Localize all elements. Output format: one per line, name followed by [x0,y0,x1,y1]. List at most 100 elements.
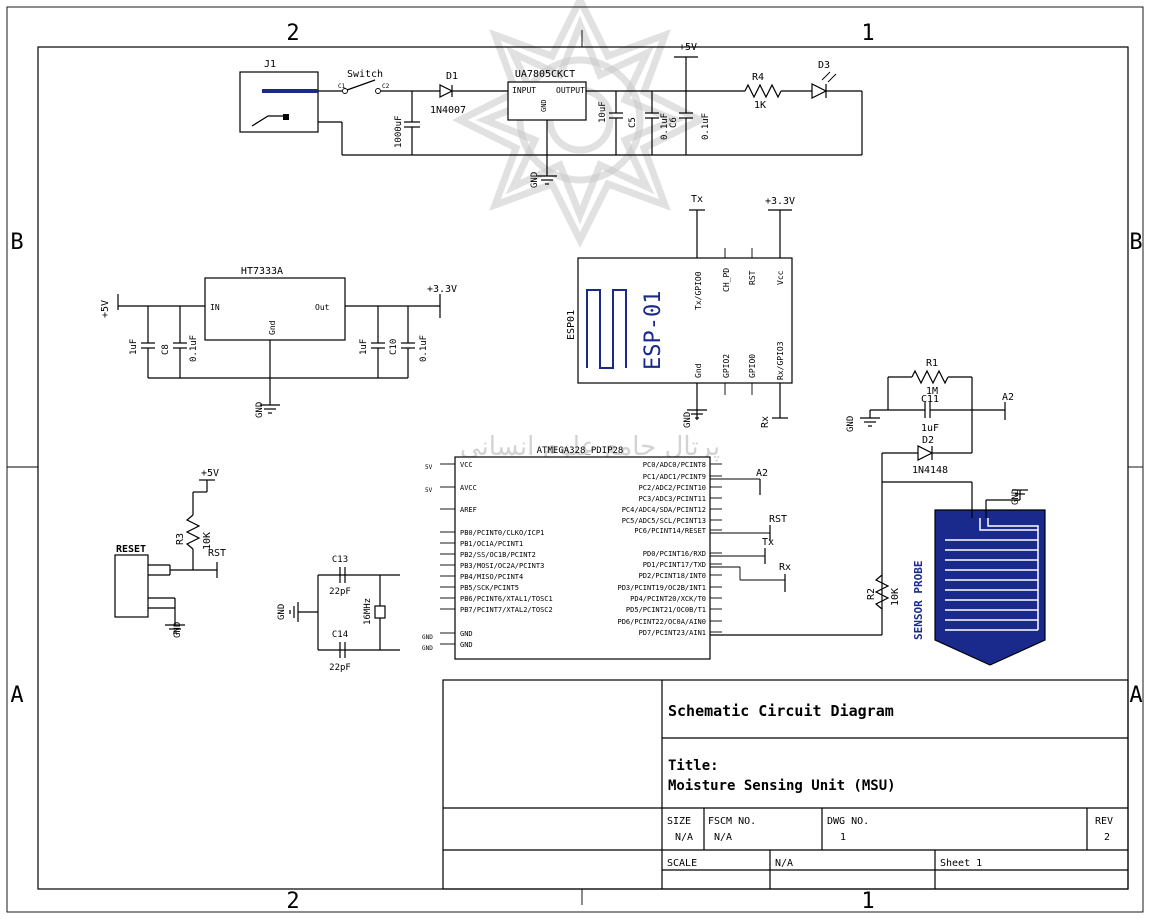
probe-a2-net: A2 [1002,392,1014,403]
size-value: N/A [675,832,693,843]
mcu-right-pin-label: PC2/ADC2/PCINT10 [639,484,706,492]
zone-right-a: A [1129,683,1142,708]
mcu-right-pin-label: PD5/PCINT21/OC0B/T1 [626,606,706,614]
mcu-left-pin-label: PB4/MISO/PCINT4 [460,573,523,581]
c14-value: 22pF [329,663,351,673]
mcu-rst-net: RST [769,514,787,525]
mcu-left-pin-label: PB6/PCINT6/XTAL1/TOSC1 [460,595,553,603]
mcu-right-pin-label: PC4/ADC4/SDA/PCINT12 [622,506,706,514]
mcu-vcc-net: 5V [425,464,433,471]
scale-value: N/A [775,858,793,869]
mcu-right-pin-label: PC3/ADC3/PCINT11 [639,495,706,503]
d3-label: D3 [818,60,830,71]
sheet-label: Sheet 1 [940,858,982,869]
title-block-title-label: Title: [668,758,719,774]
reset-button [114,554,149,618]
mcu-right-pin-label: PD1/PCINT17/TXD [643,561,706,569]
c13-value: 22pF [329,587,351,597]
switch-label: Switch [347,69,383,80]
r3-label: R3 [175,533,186,545]
mcu-right-pin-label: PD4/PCINT20/XCK/T0 [630,595,706,603]
c11-label: C11 [921,394,939,405]
c5-label: C5 [628,117,638,128]
mcu-left-pin-label: PB3/MOSI/OC2A/PCINT3 [460,562,544,570]
zone-right-b: B [1129,230,1142,255]
regulator-gnd-pin: GND [540,99,548,112]
ldo-in-pin: IN [210,303,220,312]
c-10uf-label: 10uF [598,101,608,123]
esp01-module [577,257,793,384]
esp-plus33v: +3.3V [765,196,795,207]
mcu-rx-net: Rx [779,562,791,573]
r4-value: 1K [754,100,766,111]
c11-value: 1uF [921,423,939,434]
ldo-plus33v: +3.3V [427,284,457,295]
dc-jack-j1 [239,71,319,133]
esp-pin-rst: RST [748,270,757,285]
title-block-title: Moisture Sensing Unit (MSU) [668,778,896,794]
mcu-right-pin-label: PC5/ADC5/SCL/PCINT13 [622,517,706,525]
c10-value: 0.1uF [419,335,429,362]
ldo-section: +5V HT7333A IN Out Gnd +3.3V 1uF C8 0.1u… [100,266,457,418]
esp-pin-txgpio0: Tx/GPIO0 [694,271,703,310]
mcu-right-pin-label: PC6/PCINT14/RESET [634,527,706,535]
mcu-left-pin-label: PB0/PCINT0/CLKO/ICP1 [460,529,544,537]
crystal-gnd-label: GND [277,604,287,620]
esp01-section: ESP01 ESP-01 Tx/GPIO0 CH_PD RST Vcc Gnd … [566,194,795,428]
mcu-section: ATMEGA328_PDIP28 VCCAVCCAREFPB0/PCINT0/C… [277,446,882,673]
regulator-in-pin: INPUT [512,86,536,95]
fscm-value: N/A [714,832,732,843]
c13-label: C13 [332,555,348,565]
reset-gnd-label: GND [173,622,183,638]
d2-label: D2 [922,435,934,446]
mcu-gnd-net-2: GND [422,645,433,652]
zone-bottom-2: 2 [286,889,299,914]
regulator-ua7805 [507,81,587,121]
zone-top-2: 2 [286,21,299,46]
esp01-name: ESP-01 [641,291,666,370]
mcu-left-pin-label: PB7/PCINT7/XTAL2/TOSC2 [460,606,553,614]
r1-value: 1M [926,386,938,397]
mcu-right-pin-label: PD0/PCINT16/RXD [643,550,706,558]
mcu-right-pin-group: PC0/ADC0/PCINT8PC1/ADC1/PCINT9PC2/ADC2/P… [617,461,722,637]
regulator-label: UA7805CKCT [515,69,575,80]
mcu-left-pin-label: AREF [460,506,477,514]
c6-value: 0.1uF [701,113,711,140]
probe-gnd-right: GND [1011,489,1021,505]
mcu-gnd-net-1: GND [422,634,433,641]
ldo-c1uf-right: 1uF [359,339,369,355]
reset-rst-net: RST [208,548,226,559]
mcu-avcc-net: 5V [425,487,433,494]
fscm-label: FSCM NO. [708,816,756,827]
zone-left-a: A [10,683,23,708]
zone-left-b: B [10,230,23,255]
esp-pin-gpio0: GPIO0 [748,354,757,378]
esp-gnd-label: GND [683,412,693,428]
reset-section: +5V R3 10K RST RESET GND [114,468,226,638]
d2-value: 1N4148 [912,465,948,476]
crystal-label: 16MHz [363,598,373,625]
sensor-probe-board [934,509,1046,666]
mcu-left-pin-label: AVCC [460,484,477,492]
regulator-out-pin: OUTPUT [556,86,585,95]
probe-section: R1 1M C11 1uF A2 GND D2 1N4148 R2 10K [846,358,1046,666]
r2-label: R2 [866,588,877,600]
probe-gnd-left: GND [846,416,856,432]
mcu-a2-net: A2 [756,468,768,479]
c14-label: C14 [332,630,348,640]
zone-top-1: 1 [861,21,874,46]
rev-label: REV [1095,816,1113,827]
ldo-gnd-pin: Gnd [268,320,277,335]
d1-value: 1N4007 [430,105,466,116]
reset-plus5v: +5V [201,468,219,479]
esp-pin-rxgpio3: Rx/GPIO3 [776,341,785,380]
mcu-right-pin-label: PD6/PCINT22/OC0A/AIN0 [617,618,706,626]
ldo-label: HT7333A [241,266,283,277]
esp-pin-gpio2: GPIO2 [722,354,731,378]
size-label: SIZE [667,816,691,827]
mcu-left-pin-label: PB2/SS/OC1B/PCINT2 [460,551,536,559]
power-gnd-label: GND [530,172,540,188]
ldo-c1uf-left: 1uF [129,339,139,355]
c8-label: C8 [161,344,171,355]
mcu-label: ATMEGA328_PDIP28 [537,446,624,456]
